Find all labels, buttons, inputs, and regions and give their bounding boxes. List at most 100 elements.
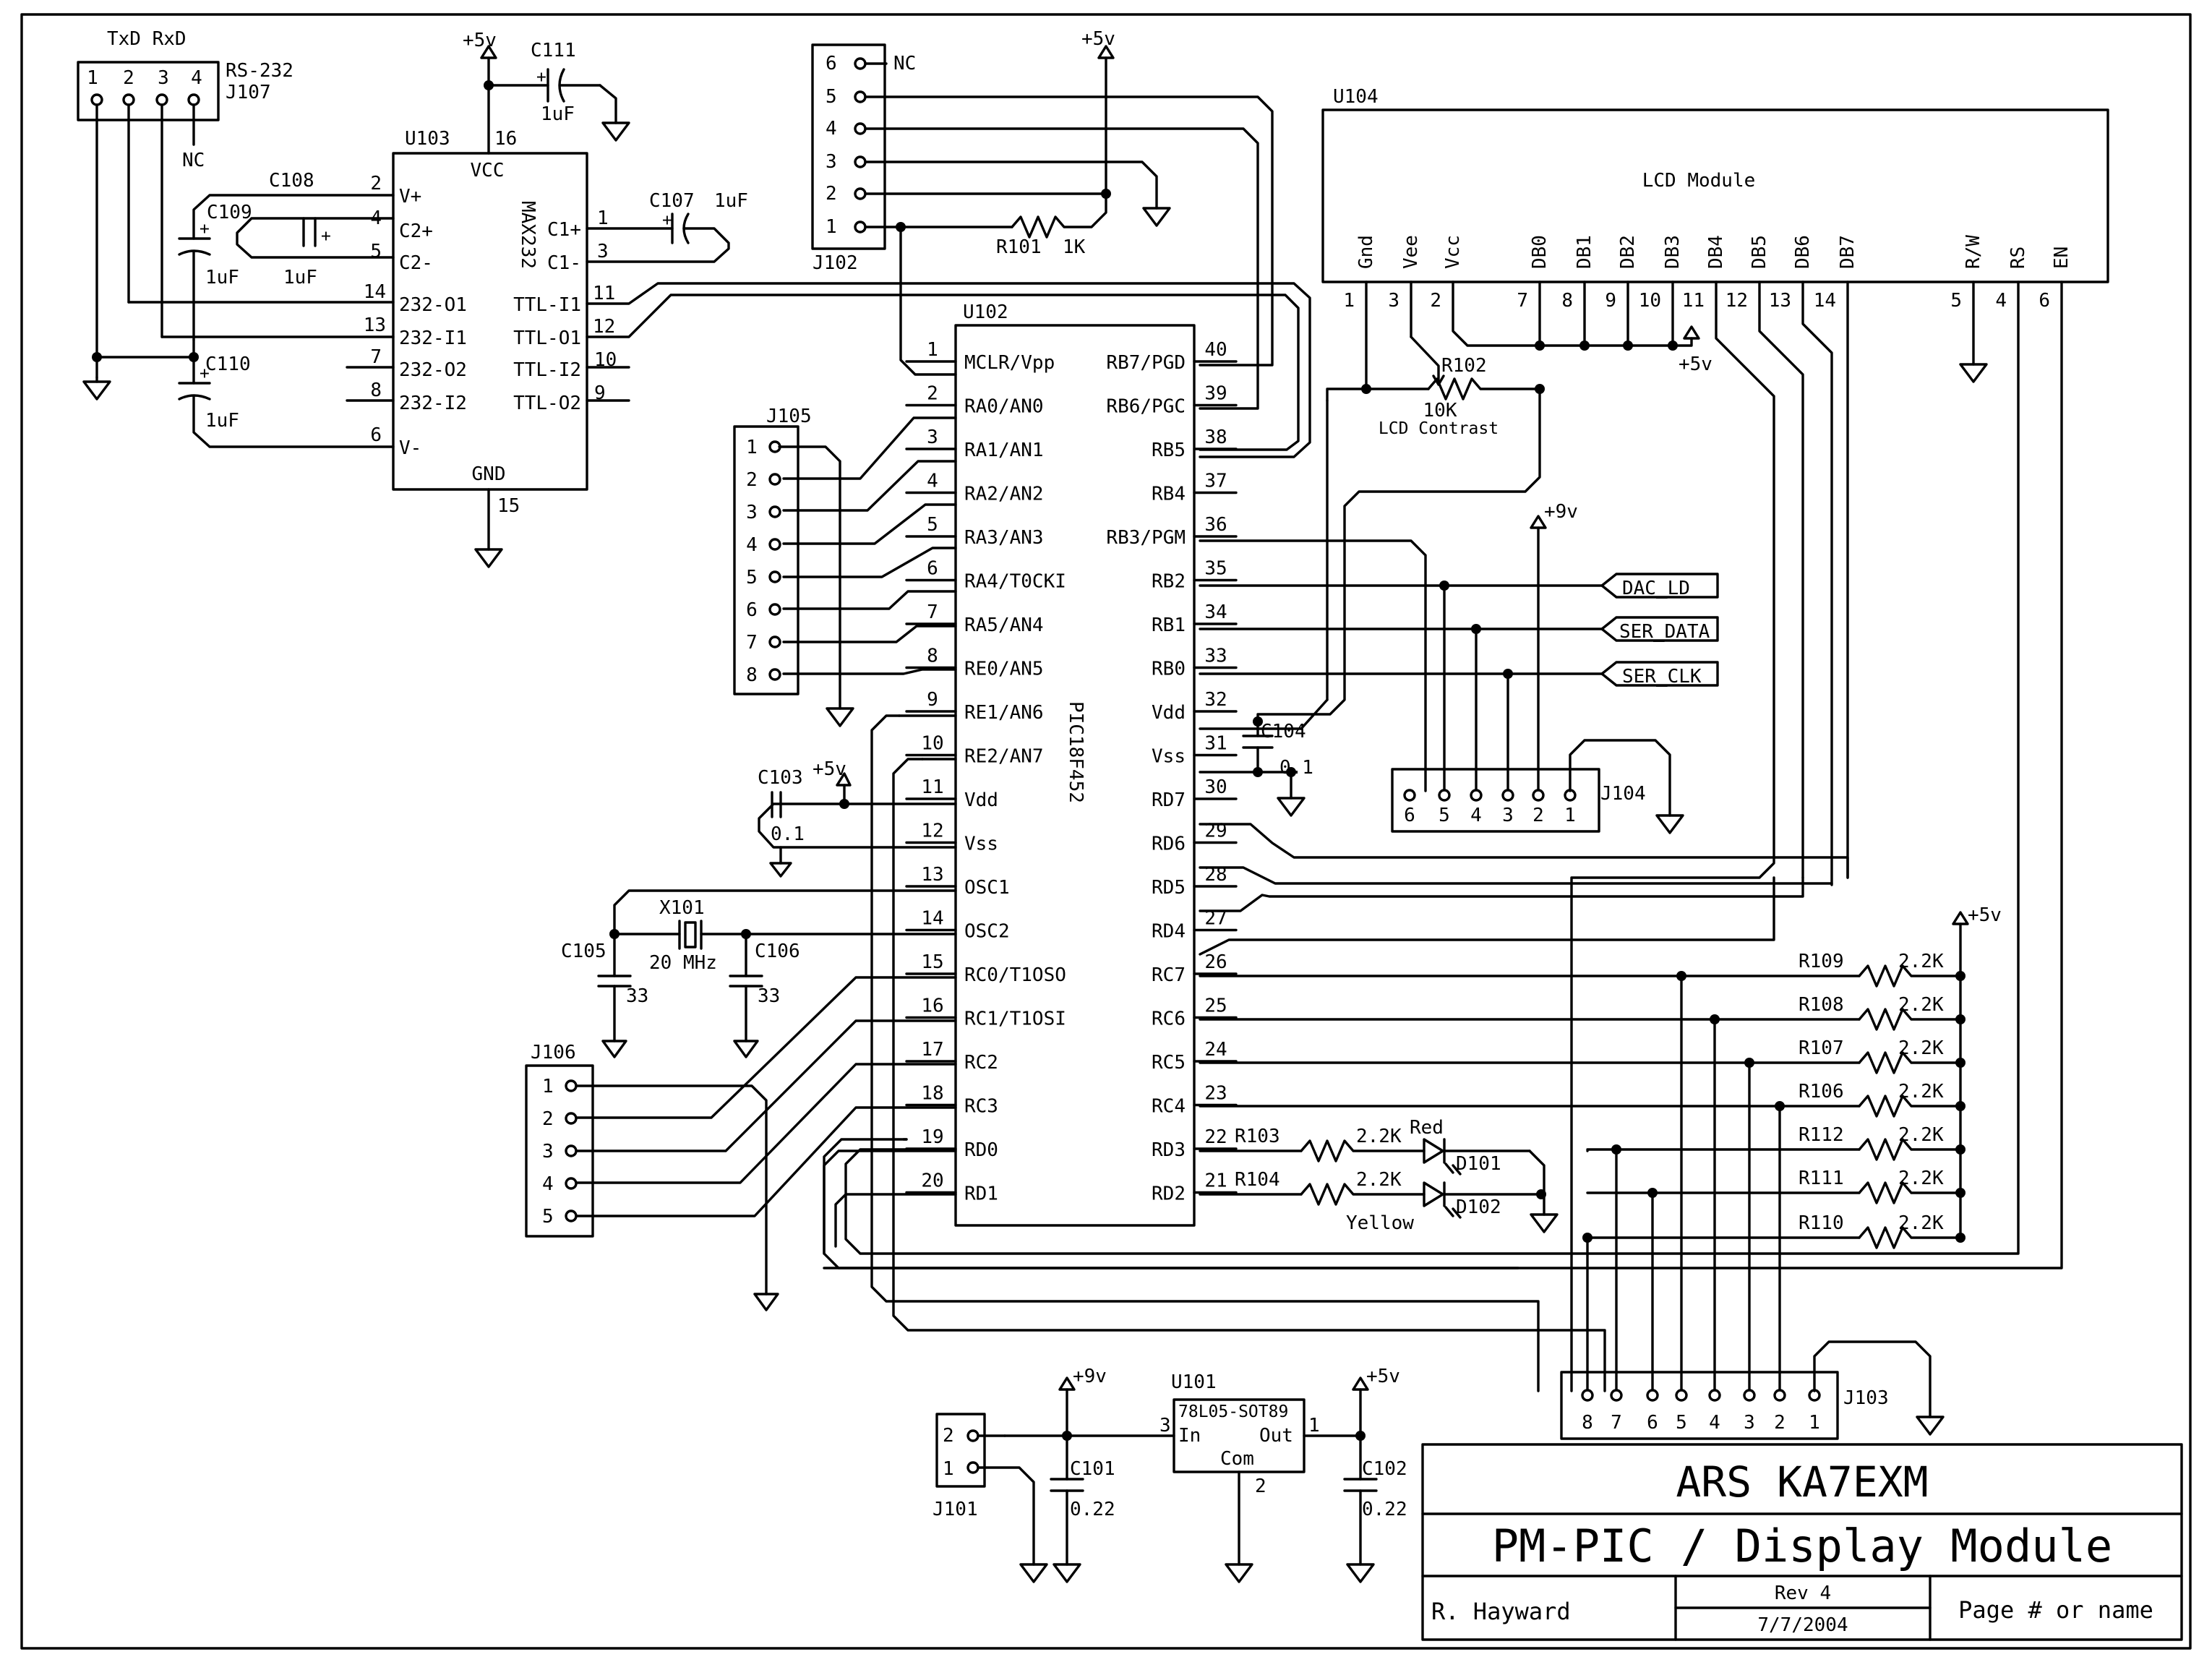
c110-val: 1uF (205, 410, 239, 432)
j104-pin (1403, 789, 1416, 802)
u101-ref: U101 (1171, 1371, 1217, 1393)
r101-ref: R101 (996, 236, 1042, 258)
u102-pin-num: 8 (927, 646, 938, 667)
u104-name: LCD Module (1642, 170, 1756, 192)
u102-pin-label: RB0 (1152, 659, 1186, 680)
j103-pin-num: 2 (1774, 1412, 1786, 1434)
ground-symbol (82, 376, 111, 401)
j104-ref: J104 (1600, 783, 1646, 805)
u102-pin-num: 40 (1204, 339, 1227, 361)
j103-ref: J103 (1843, 1387, 1889, 1409)
u103-left-pins: 2 V+ 4 C2+ 5 C2- 14 232-O1 13 232-I1 7 2… (364, 173, 467, 459)
j103-pin-num: 1 (1809, 1412, 1820, 1434)
lcd-pin-label: DB0 (1529, 235, 1551, 269)
u102-pin-label: RC5 (1152, 1052, 1186, 1074)
lcd-pin-num: 13 (1769, 290, 1791, 312)
title-block: ARS KA7EXM PM-PIC / Display Module R. Ha… (1421, 1443, 2183, 1641)
pullup-resistor (1858, 1095, 1962, 1118)
u102-pin-num: 18 (921, 1083, 943, 1105)
j106-pin-num: 2 (542, 1108, 554, 1130)
u102-pin-label: RA5/AN4 (964, 615, 1044, 636)
u103-pin-label: C2- (399, 252, 433, 274)
j102-pin: 4 (826, 118, 837, 140)
j104-pin-num: 4 (1470, 805, 1482, 826)
r101-power: +5v (1081, 28, 1115, 50)
j105-pin-num: 6 (746, 599, 758, 621)
pullup-val: 2.2K (1898, 1037, 1944, 1059)
u103-pin-num: 12 (593, 316, 615, 338)
u104-lcd: U104 LCD Module Gnd1Vee3Vcc2DB07DB18DB29… (1321, 86, 2109, 438)
c109-val: 1uF (205, 267, 239, 288)
lcd-pin-label: R/W (1963, 235, 1984, 269)
u102-pin-num: 2 (927, 383, 938, 405)
c111-val: 1uF (541, 103, 575, 125)
c105-val: 33 (626, 985, 648, 1007)
r102-desc: LCD Contrast (1379, 419, 1499, 438)
u102-pin-label: RE2/AN7 (964, 746, 1044, 768)
u102-pin-num: 9 (927, 689, 938, 711)
j105-pin-num: 8 (746, 664, 758, 686)
u102-pin-label: RA2/AN2 (964, 484, 1044, 505)
j102-connector: J102 6 5 4 3 2 1 NC +5v R101 1K (811, 28, 1274, 410)
u103-ref: U103 (405, 128, 450, 150)
u102-pin-num: 21 (1204, 1170, 1227, 1192)
u103-vcc-label: VCC (471, 160, 505, 181)
pullup-power-label: +5v (1968, 904, 2002, 926)
u102-pin-label: RC6 (1152, 1009, 1186, 1030)
u101-part: 78L05-SOT89 (1178, 1403, 1288, 1421)
u102-pin-label: RD6 (1152, 834, 1186, 855)
j105-pin-num: 3 (746, 502, 758, 523)
pullup-ref: R109 (1799, 951, 1844, 972)
u102-pin-num: 10 (921, 733, 943, 755)
junction-dot (1775, 1101, 1785, 1111)
u103-pin-label: TTL-I1 (513, 294, 581, 316)
lcd-pin-num: 9 (1605, 290, 1616, 312)
u103-pin-gnd: 15 (497, 495, 520, 517)
j107-pin-3: 3 (158, 67, 169, 89)
j106-ref: J106 (531, 1042, 576, 1063)
u101-pin-in: 3 (1159, 1415, 1171, 1436)
j104-pin-num: 6 (1404, 805, 1415, 826)
j105-pin (768, 505, 781, 518)
j102-pin: 2 (826, 183, 837, 205)
c104-ref: C104 (1261, 721, 1306, 742)
u103-pin-num: 14 (364, 281, 386, 303)
u102-pin-label: Vdd (964, 789, 998, 811)
j106-pin (565, 1209, 578, 1222)
u102-pin-label: RC3 (964, 1096, 998, 1118)
u103-pin-num: 9 (594, 382, 606, 404)
crystal-oscillator: X101 20 MHz C105 33 C106 33 (561, 889, 957, 1058)
lcd-pin-num: 4 (1995, 290, 2007, 312)
r101-val: 1K (1063, 236, 1086, 258)
u102-pin-num: 19 (921, 1126, 943, 1148)
lcd-pin-label: Vcc (1442, 235, 1464, 269)
j107-signals: TxD RxD (107, 28, 187, 50)
j103-pin-num: 7 (1611, 1412, 1622, 1434)
lcd-pin-num: 10 (1639, 290, 1661, 312)
u102-pin-num: 24 (1204, 1039, 1227, 1061)
u102-pin-num: 15 (921, 951, 943, 973)
u103-pin-label: 232-I1 (399, 327, 467, 349)
r103-ref: R103 (1235, 1126, 1280, 1147)
lcd-power: +5v (1679, 354, 1712, 375)
j106-pin (565, 1112, 578, 1125)
u103-pin-label: TTL-O1 (513, 327, 581, 349)
title-date: 7/7/2004 (1757, 1614, 1848, 1636)
j104-pin-num: 3 (1502, 805, 1514, 826)
u102-pin-num: 16 (921, 995, 943, 1017)
u102-pin-num: 17 (921, 1039, 943, 1061)
u103-pin-label: C1- (547, 252, 581, 274)
c111-ref: C111 (531, 40, 576, 61)
c104-capacitor: C104 0.1 (1199, 716, 1313, 817)
j105-pin-num: 4 (746, 534, 758, 556)
u102-pin-label: RE1/AN6 (964, 702, 1044, 724)
u103-pin-num: 11 (593, 283, 615, 304)
j106-pin (565, 1177, 578, 1190)
u102-pin-num: 37 (1204, 471, 1227, 492)
u102-pin-label: RC4 (1152, 1096, 1186, 1118)
u102-pin-label: Vdd (1152, 702, 1186, 724)
j102-pin: 5 (826, 86, 837, 108)
